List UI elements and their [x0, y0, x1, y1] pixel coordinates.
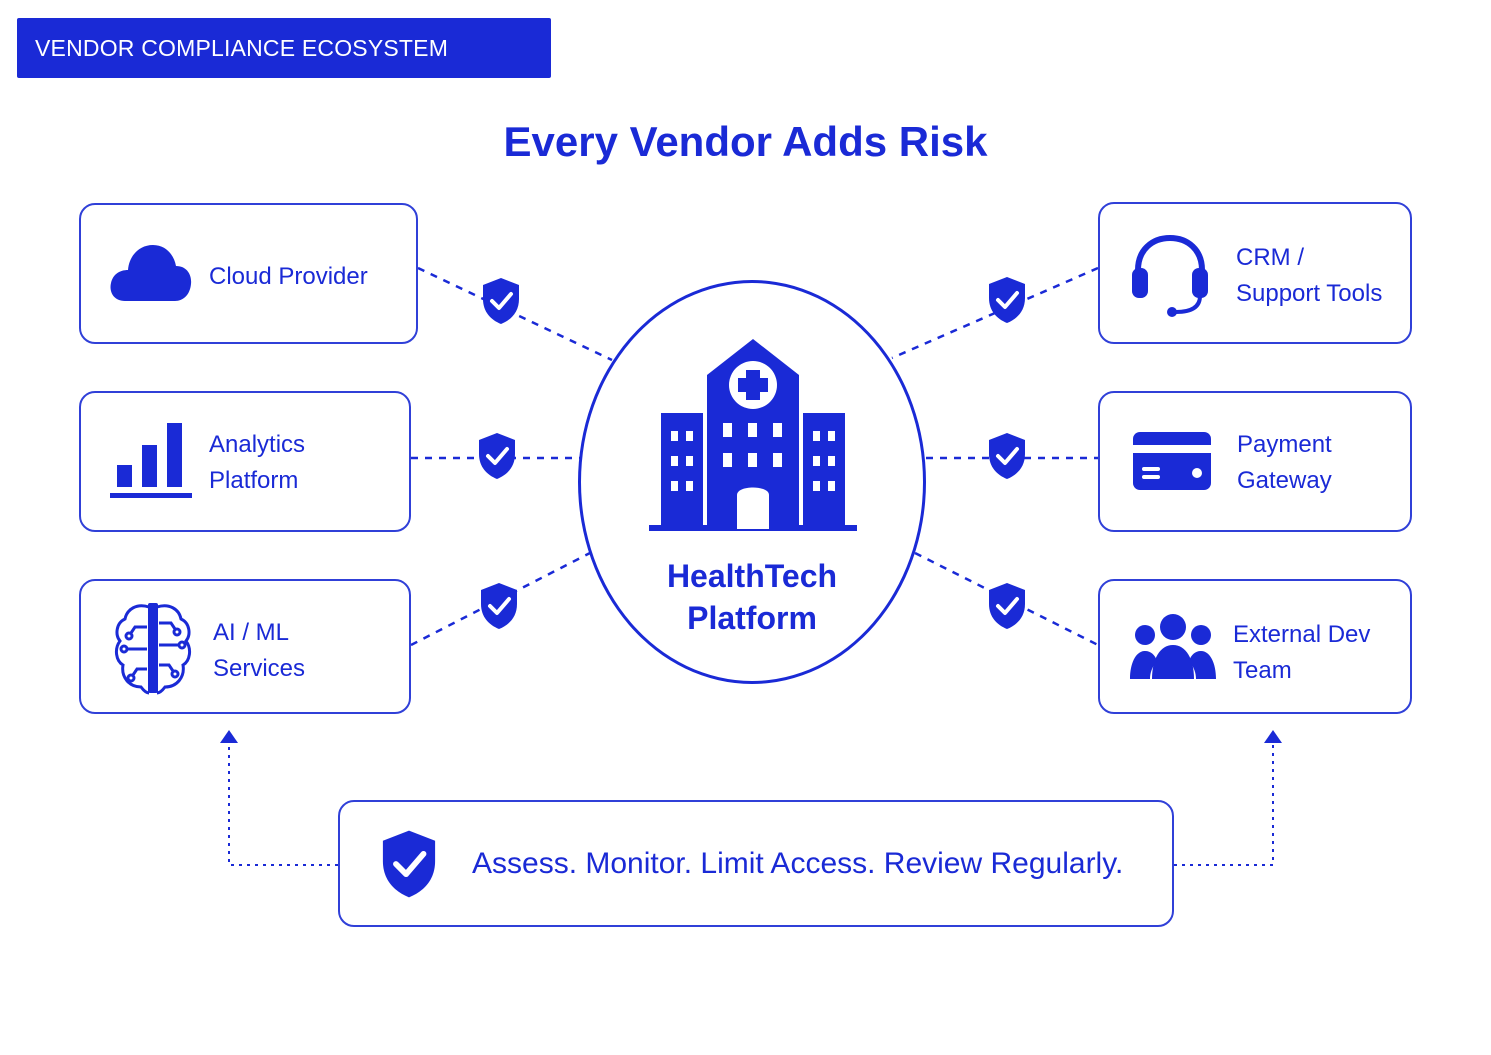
- central-platform-label: HealthTech Platform: [666, 558, 838, 636]
- vendor-label: External Dev Team: [1233, 621, 1371, 684]
- credit-card-icon: [1133, 432, 1211, 490]
- vendor-label: CRM / Support Tools: [1236, 244, 1383, 307]
- vendor-label: Cloud Provider: [209, 263, 368, 290]
- vendor-card-ai-ml-services: AI / ML Services: [79, 579, 411, 714]
- brain-circuit-icon: [114, 603, 192, 695]
- vendor-card-analytics-platform: Analytics Platform: [79, 391, 411, 532]
- vendor-label: Payment Gateway: [1237, 431, 1332, 494]
- feedback-arrow-left: [228, 740, 338, 866]
- vendor-card-external-dev-team: External Dev Team: [1098, 579, 1412, 714]
- shield-check-icon: [989, 433, 1025, 479]
- shield-check-icon: [483, 278, 519, 324]
- arrowhead-left: [220, 730, 238, 743]
- central-platform-node: HealthTech Platform: [578, 280, 926, 684]
- diagram-title: Every Vendor Adds Risk: [503, 118, 988, 165]
- shield-check-icon: [481, 583, 517, 629]
- headset-icon: [1132, 234, 1208, 317]
- team-icon: [1130, 614, 1216, 679]
- vendor-card-payment-gateway: Payment Gateway: [1098, 391, 1412, 532]
- shield-check-icon: [989, 277, 1025, 323]
- shield-check-icon: [479, 433, 515, 479]
- section-tag: VENDOR COMPLIANCE ECOSYSTEM: [17, 18, 551, 78]
- vendor-label: AI / ML Services: [213, 619, 306, 682]
- vendor-card-cloud-provider: Cloud Provider: [79, 203, 418, 344]
- vendor-label: Analytics Platform: [209, 431, 306, 494]
- bar-chart-icon: [110, 423, 192, 498]
- section-tag-text: VENDOR COMPLIANCE ECOSYSTEM: [35, 34, 449, 61]
- shield-check-icon: [382, 830, 436, 898]
- arrowhead-right: [1264, 730, 1282, 743]
- guidance-banner: Assess. Monitor. Limit Access. Review Re…: [338, 800, 1174, 927]
- shield-check-icon: [989, 583, 1025, 629]
- guidance-text: Assess. Monitor. Limit Access. Review Re…: [472, 846, 1124, 880]
- hospital-icon: [649, 339, 857, 531]
- cloud-icon: [110, 245, 192, 301]
- vendor-card-crm-support: CRM / Support Tools: [1098, 202, 1412, 344]
- feedback-arrow-right: [1174, 740, 1274, 866]
